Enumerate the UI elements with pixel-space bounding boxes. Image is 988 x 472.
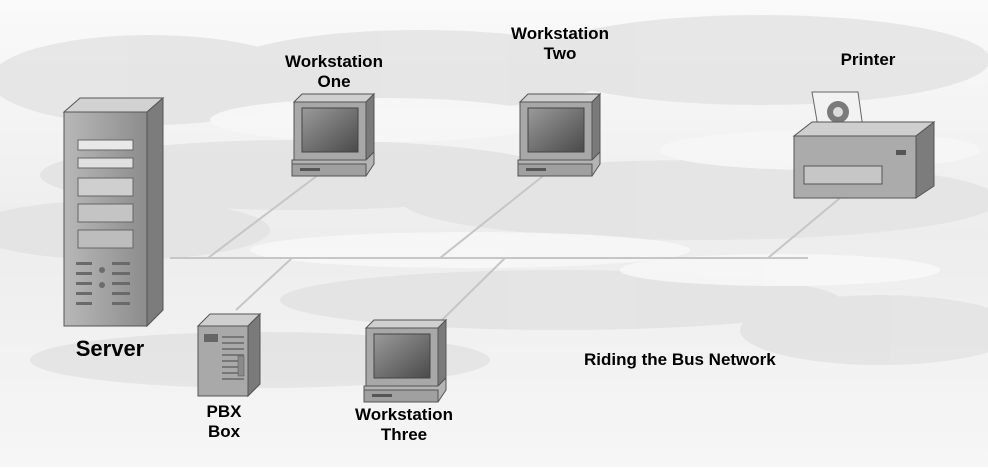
link-pbx-box [235, 257, 293, 311]
workstation-two-label-line-2: Two [543, 43, 577, 63]
server-label: Server [60, 336, 160, 361]
server-label-line-1: Server [75, 336, 145, 361]
bus-lines [170, 171, 841, 321]
workstation-one-label-line-1: Workstation [285, 52, 383, 71]
workstation-two-label-line-1: Workstation [511, 24, 609, 43]
pbx-box-label: PBX Box [192, 402, 256, 441]
diagram-caption: Riding the Bus Network [584, 350, 844, 370]
diagram-caption-text: Riding the Bus Network [584, 350, 776, 369]
printer-label-line-1: Printer [840, 50, 896, 69]
link-workstation-two [439, 171, 549, 259]
server-icon [62, 96, 165, 328]
workstation-one-icon [291, 92, 376, 177]
link-printer [767, 197, 841, 259]
workstation-two-icon [517, 92, 602, 177]
workstation-three-label: Workstation Three [336, 405, 472, 444]
printer-icon [792, 91, 936, 199]
link-workstation-three [441, 257, 506, 321]
workstation-three-label-line-2: Three [380, 424, 428, 444]
workstation-two-label: Workstation Two [492, 24, 628, 63]
link-workstation-one [207, 171, 323, 259]
workstation-one-label-line-2: One [317, 71, 351, 91]
pbx-box-label-line-2: Box [207, 421, 241, 441]
pbx-box-icon [196, 312, 262, 398]
workstation-one-label: Workstation One [266, 52, 402, 91]
printer-label: Printer [818, 50, 918, 70]
pbx-box-label-line-1: PBX [206, 402, 242, 421]
workstation-three-label-line-1: Workstation [355, 405, 453, 424]
workstation-three-icon [363, 318, 448, 403]
